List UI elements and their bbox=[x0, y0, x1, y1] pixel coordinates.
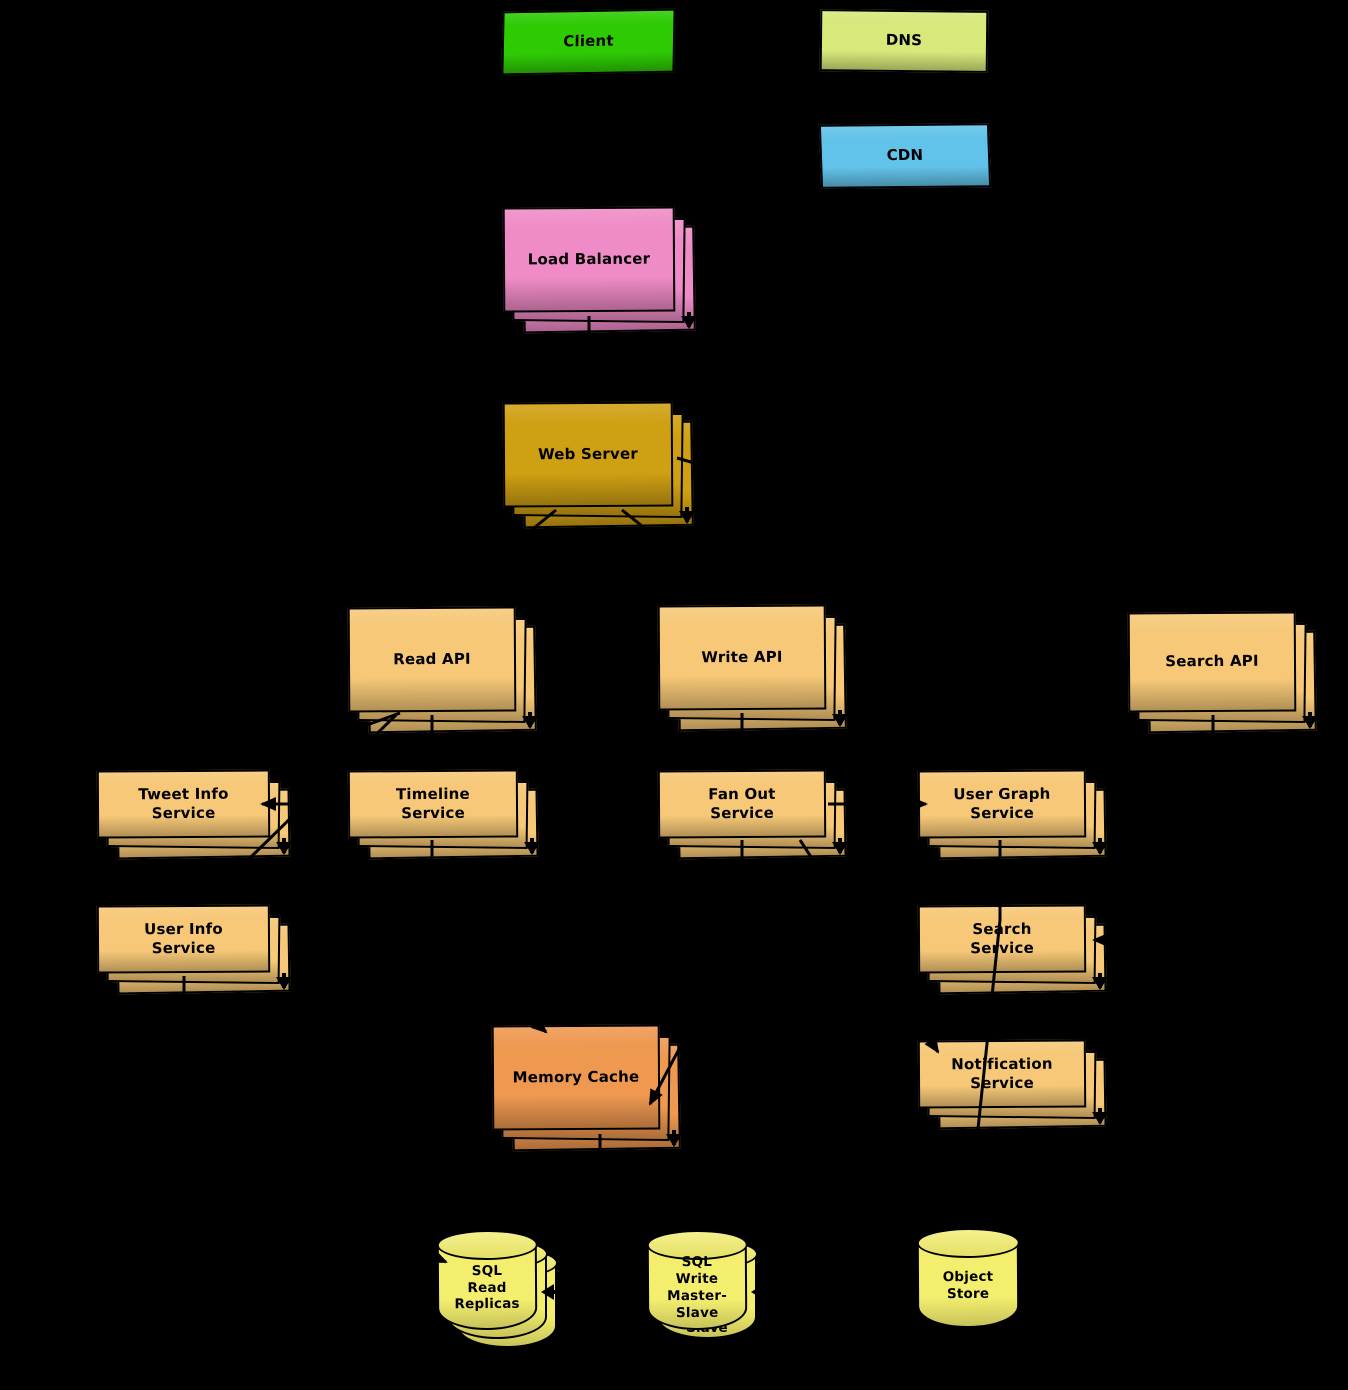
node-read-api: Read API bbox=[347, 606, 538, 734]
node-user-graph-service: User Graph Service bbox=[917, 769, 1108, 860]
node-timeline-service: Timeline Service bbox=[347, 769, 540, 860]
node-box: Fan Out Service bbox=[657, 769, 827, 839]
edge-timeline-to-memory_cache bbox=[430, 840, 548, 1034]
node-search-service: Search Service bbox=[917, 904, 1108, 995]
node-box: User Info Service bbox=[96, 904, 271, 974]
node-label: Timeline Service bbox=[395, 784, 470, 823]
node-sql-read-replicas: SQL Read Replicas bbox=[436, 1229, 569, 1348]
node-label: User Graph Service bbox=[953, 784, 1051, 823]
node-sql-write-master-slave: Slave SQL Write Master- Slave bbox=[646, 1229, 779, 1339]
node-label: SQL Write Master- Slave bbox=[667, 1254, 728, 1322]
edge-user_info-to-sql_read bbox=[182, 976, 448, 1264]
stack-repeat-arrow-icon bbox=[1092, 838, 1108, 855]
node-label: Memory Cache bbox=[512, 1067, 640, 1087]
node-label: Search Service bbox=[970, 919, 1034, 958]
edge-memory_cache-to-sql_read bbox=[556, 1134, 602, 1297]
node-label: Tweet Info Service bbox=[138, 784, 229, 823]
node-box: Web Server bbox=[502, 401, 674, 508]
stack-repeat-arrow-icon bbox=[679, 507, 695, 524]
node-box: Write API bbox=[657, 604, 827, 711]
node-box: Tweet Info Service bbox=[96, 769, 271, 839]
node-label: Write API bbox=[701, 647, 783, 666]
node-box: User Graph Service bbox=[917, 769, 1087, 839]
edge-web_server-to-search_api bbox=[676, 456, 1205, 613]
node-load-balancer: Load Balancer bbox=[502, 206, 697, 334]
node-label: Client bbox=[563, 31, 614, 51]
stack-repeat-arrow-icon bbox=[832, 838, 848, 855]
node-label: Read API bbox=[393, 649, 471, 668]
node-box: Search API bbox=[1127, 611, 1297, 713]
node-cdn: CDN bbox=[818, 123, 992, 189]
node-label: SQL Read Replicas bbox=[454, 1262, 520, 1313]
stack-repeat-arrow-icon bbox=[1302, 712, 1318, 729]
node-box: Notification Service bbox=[917, 1039, 1087, 1109]
node-box: Load Balancer bbox=[502, 206, 676, 313]
node-write-api: Write API bbox=[657, 604, 848, 732]
stack-repeat-arrow-icon bbox=[832, 710, 848, 727]
stack-repeat-arrow-icon bbox=[524, 838, 540, 855]
node-box: Timeline Service bbox=[347, 769, 519, 839]
edge-user_graph-to-object_store bbox=[962, 840, 1002, 1226]
node-object-store: Object Store bbox=[916, 1227, 1020, 1329]
node-label: Web Server bbox=[538, 444, 638, 464]
edge-search_api-to-search_service bbox=[1092, 715, 1215, 947]
node-fan-out-service: Fan Out Service bbox=[657, 769, 848, 860]
stack-repeat-arrow-icon bbox=[751, 1284, 779, 1300]
stack-repeat-arrow-icon bbox=[541, 1284, 569, 1300]
node-dns: DNS bbox=[819, 9, 989, 73]
stack-repeat-arrow-icon bbox=[681, 312, 697, 329]
node-box: Search Service bbox=[917, 904, 1087, 974]
node-web-server: Web Server bbox=[502, 401, 695, 529]
stack-repeat-arrow-icon bbox=[1092, 1108, 1108, 1125]
stack-repeat-arrow-icon bbox=[276, 973, 292, 990]
node-search-api: Search API bbox=[1127, 611, 1318, 734]
node-label: DNS bbox=[885, 31, 923, 50]
node-label: User Info Service bbox=[143, 919, 223, 958]
database-cylinder: SQL Write Master- Slave bbox=[646, 1229, 748, 1331]
node-tweet-info-service: Tweet Info Service bbox=[96, 769, 292, 860]
node-box: Read API bbox=[347, 606, 517, 713]
node-label: Load Balancer bbox=[527, 249, 651, 269]
node-label: Object Store bbox=[942, 1268, 994, 1303]
node-box: CDN bbox=[818, 123, 992, 189]
edge-fan_out-to-sql_write bbox=[758, 871, 802, 1297]
node-client: Client bbox=[501, 8, 676, 76]
node-label: Fan Out Service bbox=[708, 784, 776, 823]
node-notification-service: Notification Service bbox=[917, 1039, 1108, 1130]
node-box: DNS bbox=[819, 9, 989, 73]
node-label: Notification Service bbox=[951, 1054, 1053, 1093]
edge-client-to-cdn bbox=[677, 58, 814, 152]
stack-repeat-arrow-icon bbox=[276, 838, 292, 855]
node-box: Memory Cache bbox=[491, 1024, 661, 1131]
database-cylinder: SQL Read Replicas bbox=[436, 1229, 538, 1331]
node-box: Client bbox=[501, 8, 676, 76]
stack-repeat-arrow-icon bbox=[1092, 973, 1108, 990]
node-memory-cache: Memory Cache bbox=[491, 1024, 682, 1152]
stack-repeat-arrow-icon bbox=[666, 1130, 682, 1147]
node-label: Search API bbox=[1165, 651, 1259, 671]
stack-repeat-arrow-icon bbox=[522, 712, 538, 729]
node-user-info-service: User Info Service bbox=[96, 904, 292, 995]
database-cylinder: Object Store bbox=[916, 1227, 1020, 1329]
node-label: CDN bbox=[886, 146, 924, 165]
